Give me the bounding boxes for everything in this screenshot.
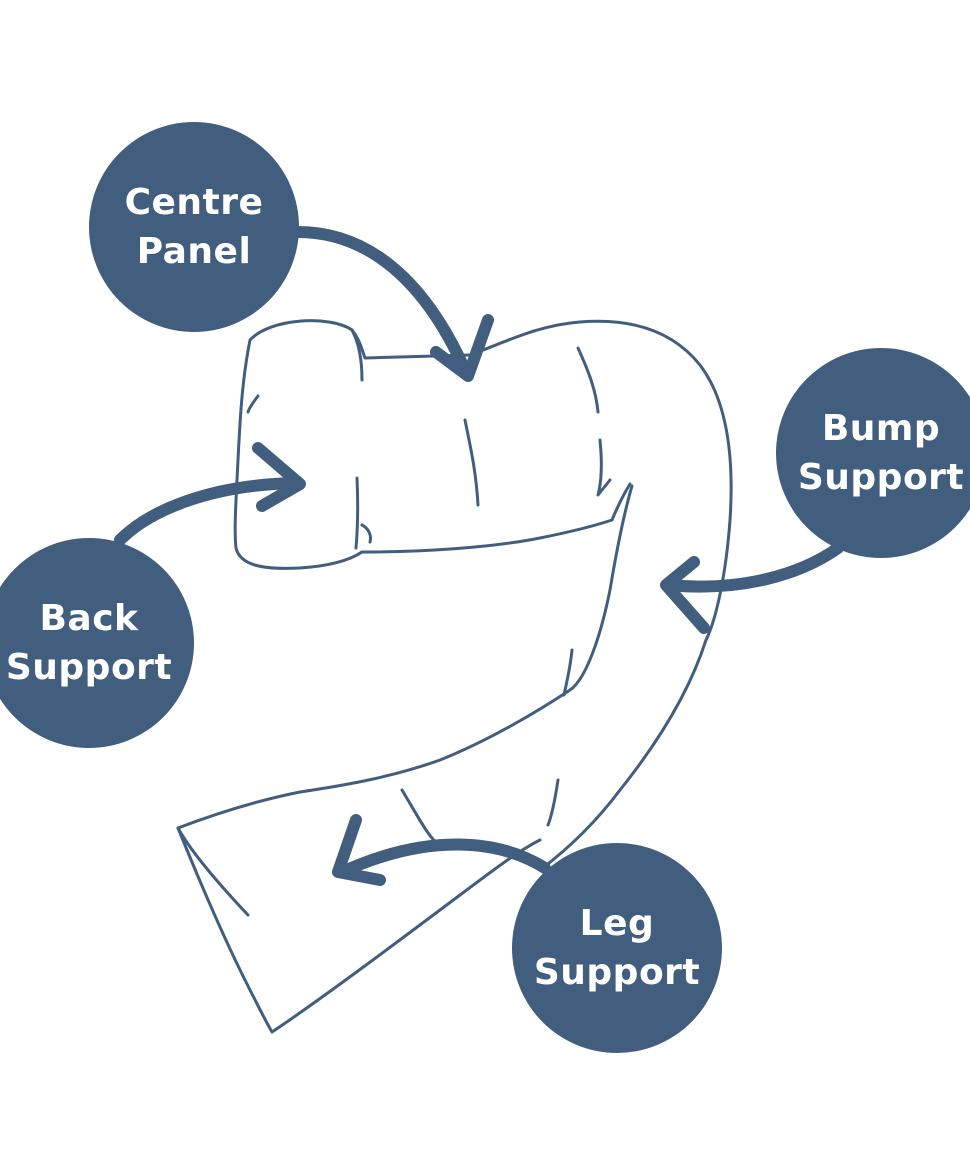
arrow-bump-support: [660, 542, 844, 634]
pillow-outline: [176, 319, 733, 1034]
arrow-centre-panel: [292, 226, 494, 382]
centre-panel-bubble: Centre Panel: [89, 122, 299, 332]
leg-support-bubble: Leg Support: [512, 843, 722, 1053]
arrow-leg-support: [332, 814, 551, 886]
bump-support-section: [298, 484, 634, 794]
back-support-label: Back Support: [5, 598, 173, 688]
back-support-bubble: Back Support: [0, 538, 194, 748]
arrow-back-support: [114, 442, 306, 546]
centre-panel-section: [468, 319, 733, 642]
leg-support-label: Leg Support: [533, 903, 701, 993]
bump-support-label: Bump Support: [797, 408, 965, 498]
leg-support-section: [176, 790, 302, 917]
bump-support-bubble: Bump Support: [776, 348, 970, 558]
centre-panel-label: Centre Panel: [124, 182, 264, 272]
